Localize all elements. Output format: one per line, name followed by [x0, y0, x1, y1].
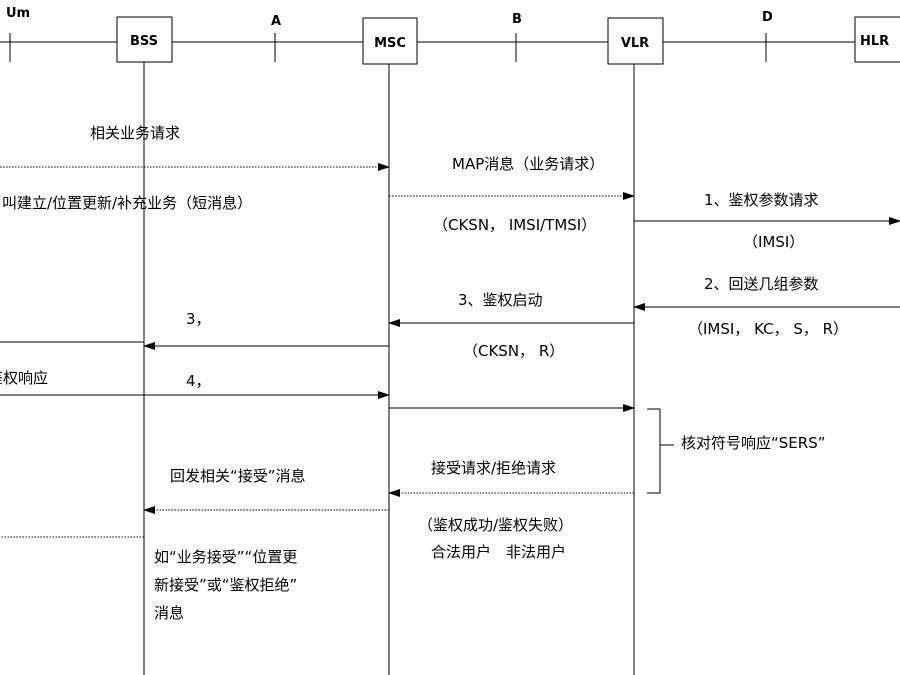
- label-return-params-values: （IMSI， KC， S， R）: [688, 320, 848, 338]
- label-auth-result: （鉴权成功/鉴权失败）: [418, 516, 573, 534]
- hlr-box: [854, 16, 900, 63]
- label-note-line3: 消息: [154, 604, 184, 622]
- label-accept-reject: 接受请求/拒绝请求: [431, 459, 556, 477]
- label-map-params: （CKSN， IMSI/TMSI）: [433, 216, 596, 234]
- label-return-params: 2、回送几组参数: [704, 275, 819, 293]
- interface-b: B: [512, 12, 522, 27]
- sres-bracket: [647, 408, 661, 494]
- bss-box: [116, 16, 173, 63]
- label-auth-start-params: （CKSN， R）: [463, 342, 564, 360]
- label-map-message: MAP消息（业务请求）: [452, 155, 604, 173]
- label-note-line1: 如“业务接受”“位置更: [154, 548, 297, 566]
- label-imsi: （IMSI）: [743, 233, 804, 251]
- label-step3: 3，: [186, 310, 211, 328]
- hlr-label: HLR: [860, 34, 889, 49]
- interface-d: D: [762, 10, 773, 25]
- label-step4: 4，: [186, 372, 211, 390]
- interface-um: Um: [6, 6, 30, 21]
- label-user-type: 合法用户 非法用户: [431, 543, 566, 561]
- label-auth-param-request: 1、鉴权参数请求: [704, 191, 819, 209]
- label-related-request: 相关业务请求: [90, 124, 180, 142]
- label-auth-start: 3、鉴权启动: [458, 291, 543, 309]
- vlr-box: [607, 17, 664, 65]
- label-note-line2: 新接受”或“鉴权拒绝”: [154, 576, 297, 594]
- vlr-label: VLR: [621, 36, 649, 51]
- label-check-sres: 核对符号响应“SERS”: [681, 434, 826, 452]
- interface-a: A: [271, 14, 281, 29]
- label-auth-response: 鉴权响应: [0, 369, 48, 387]
- bss-label: BSS: [130, 34, 158, 49]
- label-send-accept: 回发相关“接受”消息: [170, 467, 306, 485]
- label-call-setup: 叫建立/位置更新/补充业务（短消息）: [2, 194, 252, 212]
- msc-box: [362, 17, 418, 65]
- msc-label: MSC: [374, 36, 406, 51]
